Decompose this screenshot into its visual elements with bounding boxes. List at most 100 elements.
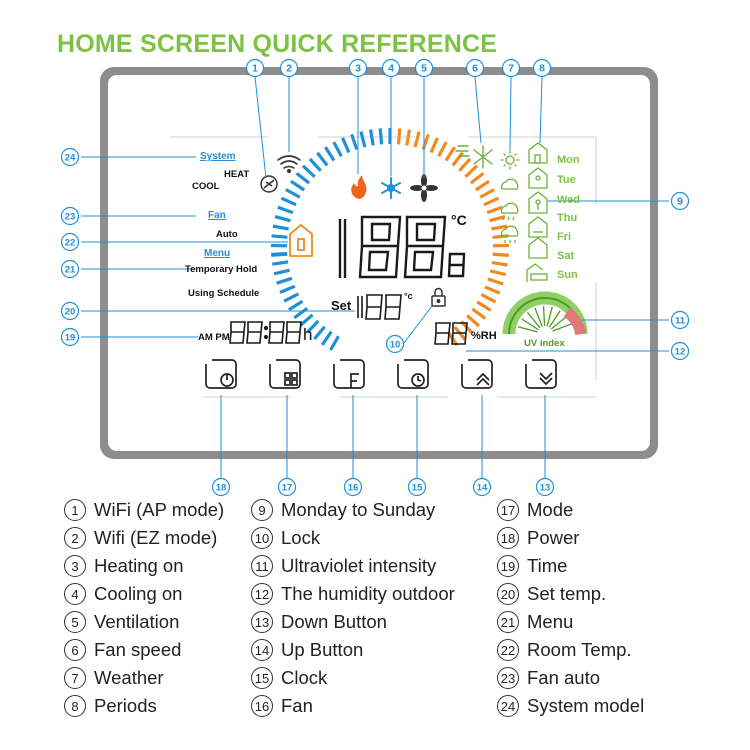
arc-segment: [271, 251, 288, 257]
arc-segment: [480, 293, 497, 304]
arc-segment: [299, 313, 314, 327]
day-sat: Sat: [557, 250, 575, 262]
day-wed: Wed: [557, 194, 581, 206]
arc-segment: [476, 300, 492, 312]
power-button[interactable]: [205, 359, 237, 389]
arc-segment: [279, 284, 296, 294]
temperature-arc: [270, 128, 510, 351]
legend-number: 11: [251, 555, 273, 577]
ventilation-fan-icon: [410, 174, 438, 202]
callout-number: 22: [65, 238, 76, 249]
callout-circle: [465, 58, 485, 78]
legend-label: Time: [527, 555, 568, 576]
arc-segment: [295, 171, 311, 185]
arc-segment: [272, 260, 289, 266]
arc-segment: [469, 171, 485, 185]
callout-circle: [385, 334, 405, 354]
mode-button[interactable]: [269, 359, 301, 389]
legend-number: 4: [64, 583, 86, 605]
legend-label: The humidity outdoor: [281, 583, 455, 604]
callout-24: 24: [60, 147, 80, 167]
clock-button[interactable]: [397, 359, 429, 389]
callout-22: 22: [60, 232, 80, 252]
legend-label: Lock: [281, 527, 321, 548]
legend-label: Wifi (EZ mode): [94, 527, 218, 548]
legend-label: System model: [527, 695, 645, 716]
callout-circle: [277, 477, 297, 497]
uv-ray: [517, 326, 538, 333]
period-icons: [526, 142, 548, 282]
legend-label: Cooling on: [94, 583, 183, 604]
arc-segment: [277, 205, 294, 215]
arc-segment: [492, 252, 509, 257]
callout-11: 11: [670, 310, 690, 330]
arc-segment: [489, 215, 506, 223]
legend-label: Ultraviolet intensity: [281, 555, 437, 576]
legend-item: 19 Time: [497, 554, 567, 578]
callout-19: 19: [60, 327, 80, 347]
legend-label: Set temp.: [527, 583, 607, 604]
callout-number: 9: [677, 196, 683, 208]
uv-ray: [546, 306, 553, 327]
uv-ray: [548, 310, 561, 328]
arc-segment: [479, 188, 495, 199]
callout-number: 21: [65, 265, 76, 276]
time-unit: h: [303, 325, 313, 344]
callout-number: 24: [65, 153, 76, 164]
arc-segment: [489, 269, 507, 277]
callout-number: 14: [477, 483, 488, 494]
arc-segment: [332, 141, 343, 157]
uv-index-label: UV index: [524, 338, 565, 349]
arc-segment: [306, 319, 320, 334]
legend-number: 7: [64, 667, 86, 689]
arc-segment: [491, 260, 508, 267]
arc-segment: [308, 157, 322, 172]
legend-number: 16: [251, 695, 273, 717]
legend-number: 5: [64, 611, 86, 633]
callout-1: 1: [245, 58, 265, 78]
callout-number: 17: [282, 483, 293, 494]
down-button[interactable]: [525, 359, 557, 389]
arc-segment: [341, 137, 351, 154]
up-button[interactable]: [461, 359, 493, 389]
using-schedule-label: Using Schedule: [188, 288, 260, 299]
legend-label: Periods: [94, 695, 157, 716]
callout-circle: [279, 58, 299, 78]
legend-number: 23: [497, 667, 519, 689]
legend-label: Room Temp.: [527, 639, 632, 660]
callout-circle: [60, 147, 80, 167]
fan-speed-icon: [455, 145, 493, 169]
callout-circle: [60, 301, 80, 321]
callout-4: 4: [381, 58, 401, 78]
legend-label: Clock: [281, 667, 328, 688]
callout-21: 21: [60, 259, 80, 279]
callout-20: 20: [60, 301, 80, 321]
legend-number: 18: [497, 527, 519, 549]
arc-segment: [378, 128, 384, 145]
callout-10: 10: [385, 334, 405, 354]
weather-icons: [500, 150, 520, 243]
callout-17: 17: [277, 477, 297, 497]
callout-circle: [407, 477, 427, 497]
arc-segment: [276, 276, 293, 285]
callout-23: 23: [60, 206, 80, 226]
arc-segment: [283, 292, 300, 303]
arc-segment: [289, 179, 306, 192]
legend-number: 20: [497, 583, 519, 605]
fan-button[interactable]: [333, 359, 365, 389]
callout-circle: [60, 327, 80, 347]
uv-ray: [534, 307, 543, 327]
day-mon: Mon: [557, 154, 580, 166]
legend-number: 19: [497, 555, 519, 577]
callout-13: 13: [535, 477, 555, 497]
page-title: HOME SCREEN QUICK REFERENCE: [57, 30, 498, 58]
callout-number: 10: [390, 340, 401, 351]
arc-segment: [437, 141, 448, 157]
